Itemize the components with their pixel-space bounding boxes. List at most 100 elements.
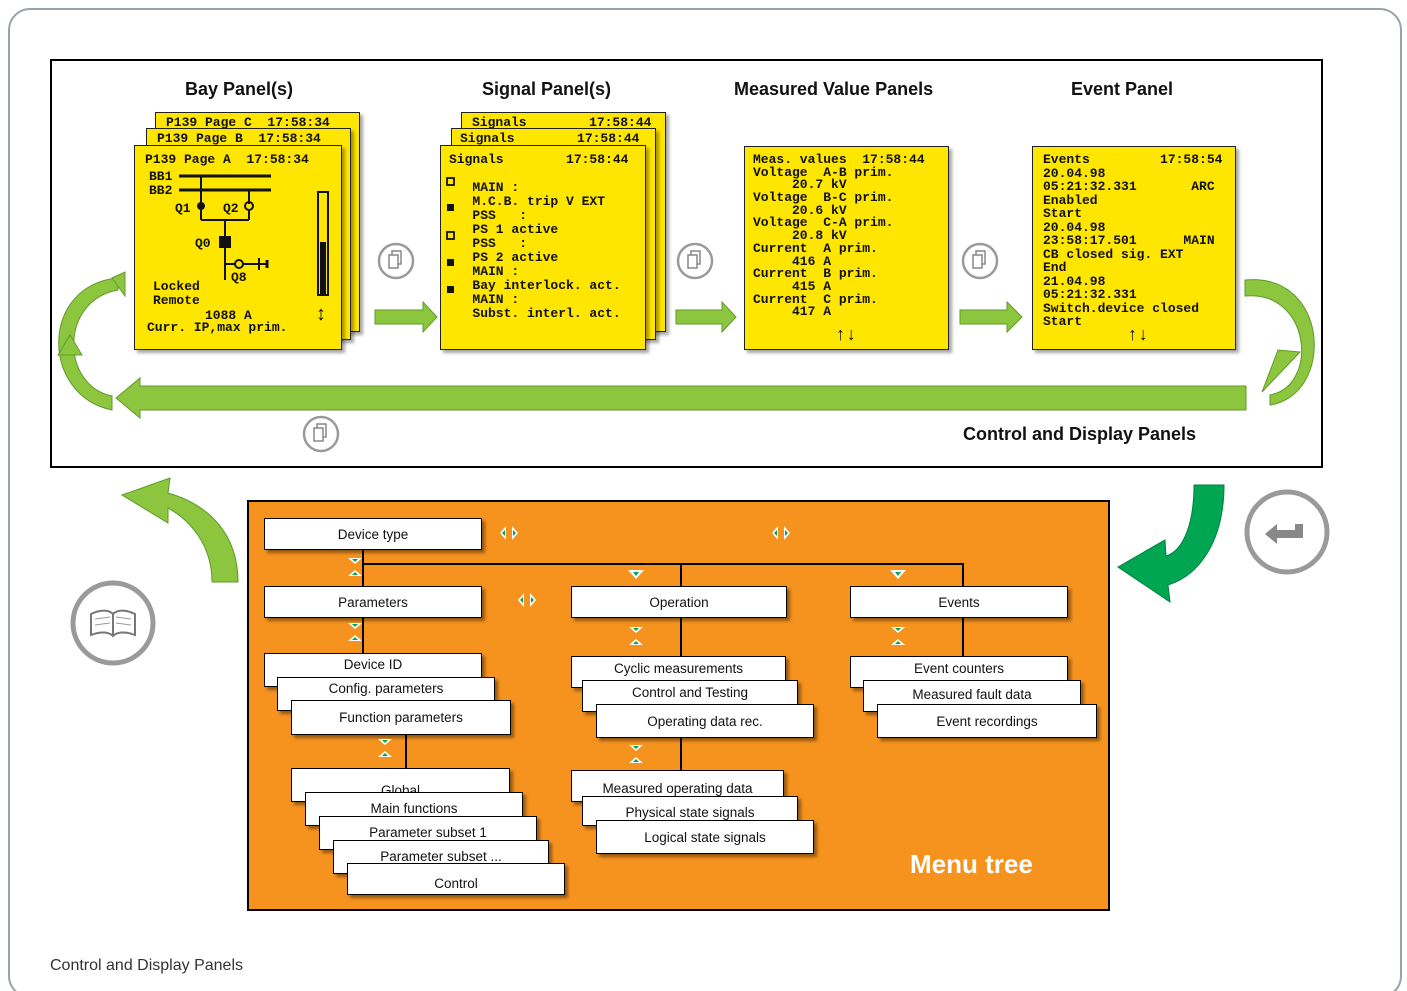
- event-line: 23:58:17.501 MAIN: [1043, 233, 1215, 248]
- bay-panel-title: Bay Panel(s): [185, 79, 294, 99]
- up-down-key-icon-5: [629, 745, 643, 763]
- up-down-key-icon-3: [378, 739, 392, 757]
- measured-line: Current A prim.: [753, 240, 878, 256]
- measured-scroll-icon: ↑↓: [835, 326, 857, 346]
- measured-line: 20.6 kV: [753, 202, 847, 218]
- q0-label: Q0: [195, 236, 211, 251]
- bay-scroll-icon: ↕: [315, 304, 328, 327]
- arrow-signal-to-measured: [675, 300, 737, 334]
- up-down-key-icon-1: [348, 558, 362, 576]
- copy-icon-3: [961, 242, 999, 280]
- bay-page-c-header: P139 Page C 17:58:34: [166, 115, 330, 130]
- bay-page-b-header: P139 Page B 17:58:34: [157, 131, 321, 146]
- bay-current-quantity: Curr. IP,max prim.: [147, 320, 288, 335]
- signal-line: Bay interlock. act.: [449, 278, 621, 293]
- signal-line: PS 2 active: [449, 250, 559, 265]
- copy-icon-2: [676, 242, 714, 280]
- signal-markers: [446, 177, 455, 293]
- menu-event-recordings[interactable]: Event recordings: [877, 704, 1097, 738]
- q2-label: Q2: [223, 201, 239, 216]
- signal-line: MAIN :: [449, 180, 520, 195]
- arrow-measured-to-event: [959, 300, 1023, 334]
- single-line-diagram: [179, 174, 329, 296]
- signal-lines: Signals 17:58:44 MAIN : M.C.B. trip V EX…: [449, 153, 628, 321]
- copy-icon-1: [377, 242, 415, 280]
- event-line: 20.04.98: [1043, 219, 1106, 235]
- menu-control[interactable]: Control: [347, 863, 565, 895]
- measured-line: 417 A: [753, 304, 832, 320]
- signal-panel-title: Signal Panel(s): [482, 79, 612, 99]
- enter-key-icon: [1244, 489, 1330, 575]
- copy-icon-4: [302, 415, 340, 453]
- measured-line: 20.7 kV: [753, 177, 847, 193]
- menu-tree-title: Menu tree: [910, 849, 1033, 879]
- measured-line: Current C prim.: [753, 291, 878, 307]
- signal-back-2-header: Signals 17:58:44: [472, 115, 652, 130]
- q1-label: Q1: [175, 201, 191, 216]
- menu-operating-data-rec[interactable]: Operating data rec.: [596, 704, 814, 738]
- event-line: Enabled: [1043, 192, 1098, 208]
- busbar-2-label: BB2: [149, 183, 173, 198]
- bay-page-a-header: P139 Page A 17:58:34: [145, 152, 309, 167]
- measured-panel-title: Measured Value Panels: [734, 79, 934, 99]
- event-line: 05:21:32.331: [1043, 287, 1137, 302]
- measured-line: 20.8 kV: [753, 228, 847, 244]
- event-line: Events 17:58:54: [1043, 152, 1223, 167]
- signal-line: M.C.B. trip V EXT: [449, 194, 606, 209]
- measured-line: 416 A: [753, 253, 832, 269]
- left-right-key-icon-3: [518, 593, 536, 607]
- up-down-key-icon-6: [891, 627, 905, 645]
- measured-line: Voltage A-B prim.: [753, 164, 894, 180]
- busbar-1-label: BB1: [149, 169, 173, 184]
- locked-label: Locked: [153, 279, 200, 294]
- signal-line: PS 1 active: [449, 222, 559, 237]
- menu-events[interactable]: Events: [850, 586, 1068, 618]
- bay-page-a: P139 Page A 17:58:34 BB1 BB2 Q1 Q2 Q0 Q8…: [134, 145, 342, 350]
- menu-device-type[interactable]: Device type: [264, 518, 482, 550]
- signal-line: Signals 17:58:44: [449, 152, 629, 167]
- q8-label: Q8: [231, 270, 247, 285]
- event-line: Start: [1043, 314, 1083, 329]
- menu-function-parameters[interactable]: Function parameters: [291, 700, 511, 735]
- arrow-panels-to-menu: [1117, 484, 1225, 604]
- arrow-bay-to-signal: [374, 300, 438, 334]
- down-key-icon-2: [890, 570, 906, 579]
- signal-line: PSS :: [449, 208, 528, 223]
- event-scroll-icon: ↑↓: [1127, 326, 1149, 346]
- up-down-key-icon-4: [629, 627, 643, 645]
- signal-line: PSS :: [449, 236, 528, 251]
- left-right-key-icon-1: [500, 526, 518, 540]
- event-line: CB closed sig. EXT: [1043, 246, 1184, 262]
- event-line: 21.04.98: [1043, 273, 1106, 289]
- event-line: End: [1043, 260, 1067, 275]
- measured-line: Meas. values 17:58:44: [753, 152, 925, 167]
- menu-logical-state-signals[interactable]: Logical state signals: [596, 820, 814, 854]
- event-line: Switch.device closed: [1043, 300, 1200, 316]
- measured-line: Current B prim.: [753, 266, 878, 282]
- menu-operation[interactable]: Operation: [571, 586, 787, 618]
- event-line: 05:21:32.331 ARC: [1043, 179, 1215, 194]
- arrow-menu-to-panels: [120, 477, 239, 583]
- event-panel-title: Event Panel: [1071, 79, 1174, 99]
- measured-line: 415 A: [753, 278, 832, 294]
- signal-line: MAIN :: [449, 264, 520, 279]
- signal-line: Subst. interl. act.: [449, 306, 621, 321]
- left-right-key-icon-2: [772, 526, 790, 540]
- bay-current-value: 1088 A: [205, 308, 252, 323]
- event-line: Start: [1043, 206, 1083, 221]
- event-line: 20.04.98: [1043, 165, 1106, 181]
- up-down-key-icon-2: [348, 623, 362, 641]
- measured-line: Voltage B-C prim.: [753, 190, 894, 206]
- signal-back-1-header: Signals 17:58:44: [460, 131, 640, 146]
- book-icon: [70, 580, 156, 666]
- measured-line: Voltage C-A prim.: [753, 215, 894, 231]
- menu-parameters[interactable]: Parameters: [264, 586, 482, 618]
- signal-line: MAIN :: [449, 292, 520, 307]
- loop-arrow: [57, 271, 1315, 420]
- signal-panel-front: Signals 17:58:44 MAIN : M.C.B. trip V EX…: [440, 145, 646, 350]
